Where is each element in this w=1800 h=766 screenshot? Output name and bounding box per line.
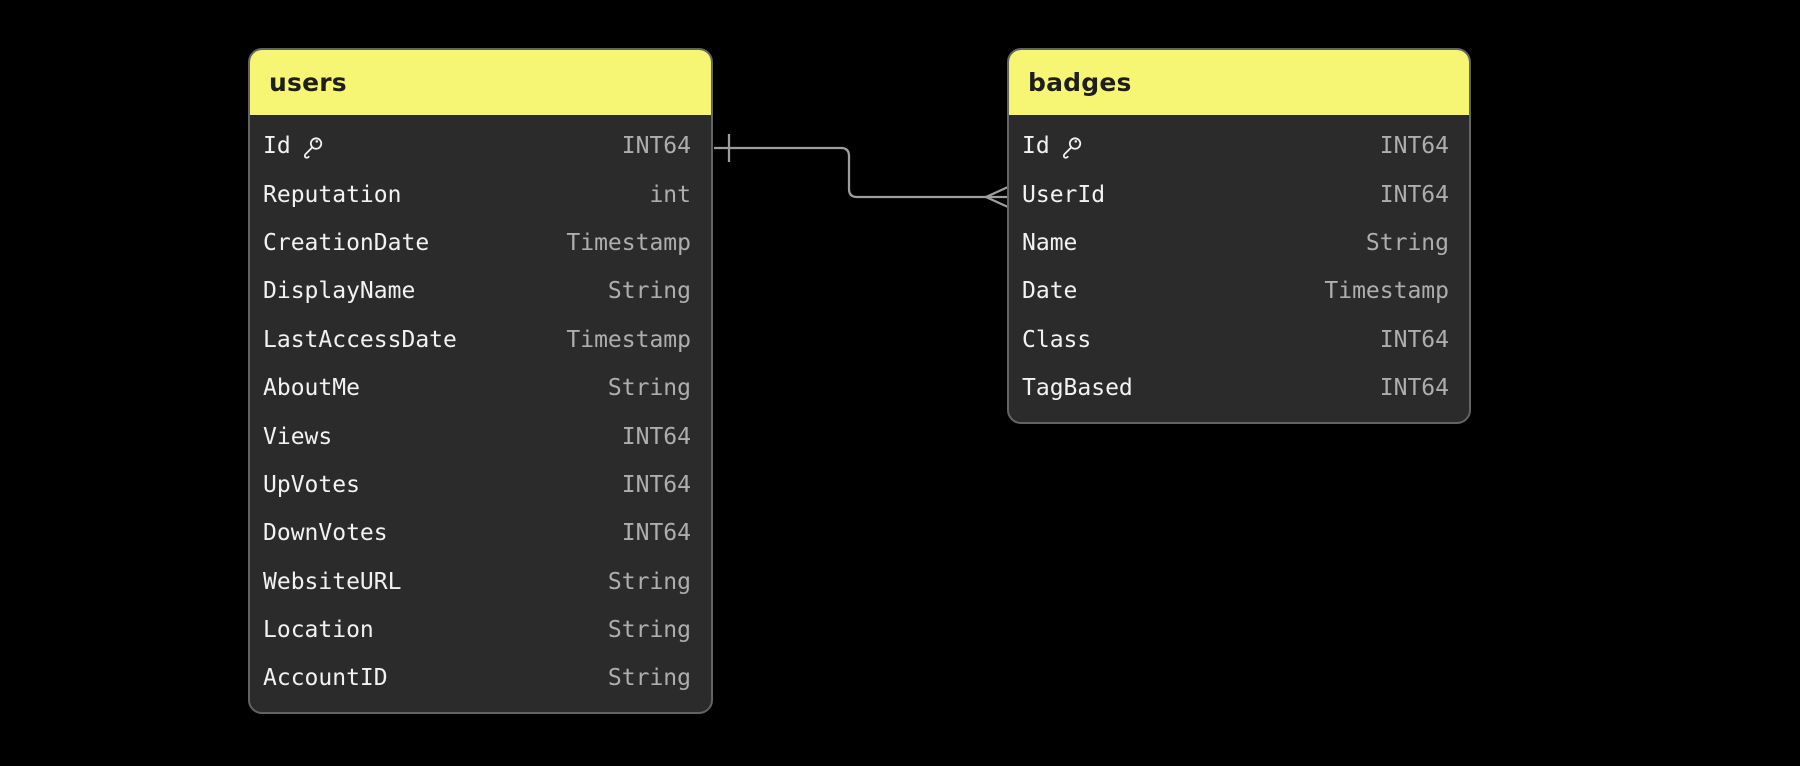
field-name: WebsiteURL	[263, 568, 402, 595]
table-card-users[interactable]: users Id INT64 Reputation int C	[248, 48, 713, 715]
field-type: Timestamp	[566, 326, 691, 353]
table-title: users	[269, 67, 347, 97]
table-title: badges	[1028, 67, 1132, 97]
table-fields-badges: Id INT64 UserId INT64 Name String Dat	[1009, 115, 1469, 422]
field-name: DisplayName	[263, 278, 416, 305]
field-row-users-upvotes[interactable]: UpVotes INT64	[250, 461, 711, 509]
field-type: Timestamp	[1324, 278, 1449, 305]
field-type: int	[649, 181, 691, 208]
field-name: UserId	[1022, 181, 1106, 208]
table-fields-users: Id INT64 Reputation int CreationDate Tim…	[250, 115, 711, 713]
field-row-users-displayname[interactable]: DisplayName String	[250, 268, 711, 316]
field-name-text: Id	[1022, 133, 1050, 160]
field-name: CreationDate	[263, 229, 430, 256]
field-row-badges-id[interactable]: Id INT64	[1009, 123, 1469, 171]
many-cardinality-marker	[983, 185, 1009, 209]
field-name: UpVotes	[263, 471, 360, 498]
field-row-badges-date[interactable]: Date Timestamp	[1009, 268, 1469, 316]
field-name: Views	[263, 423, 333, 450]
field-name: Reputation	[263, 181, 402, 208]
field-type: INT64	[621, 133, 691, 160]
field-name: TagBased	[1022, 375, 1133, 402]
field-row-users-websiteurl[interactable]: WebsiteURL String	[250, 558, 711, 606]
field-name: Location	[263, 617, 374, 644]
relationship-line[interactable]	[714, 146, 986, 199]
field-row-badges-tagbased[interactable]: TagBased INT64	[1009, 364, 1469, 412]
field-row-users-downvotes[interactable]: DownVotes INT64	[250, 510, 711, 558]
field-type: INT64	[1379, 326, 1449, 353]
field-type: String	[607, 375, 691, 402]
table-card-badges[interactable]: badges Id INT64 UserId INT64 Na	[1007, 48, 1471, 424]
field-type: String	[607, 617, 691, 644]
field-type: Timestamp	[566, 229, 691, 256]
field-type: String	[607, 665, 691, 692]
field-row-users-reputation[interactable]: Reputation int	[250, 171, 711, 219]
field-name: DownVotes	[263, 520, 388, 547]
field-row-badges-name[interactable]: Name String	[1009, 219, 1469, 267]
field-name: Class	[1022, 326, 1092, 353]
field-row-users-accountid[interactable]: AccountID String	[250, 655, 711, 703]
primary-key-icon	[1062, 137, 1081, 159]
field-row-users-location[interactable]: Location String	[250, 606, 711, 654]
field-row-badges-userid[interactable]: UserId INT64	[1009, 171, 1469, 219]
table-header-users[interactable]: users	[250, 50, 711, 115]
field-type: INT64	[1379, 133, 1449, 160]
field-type: INT64	[621, 520, 691, 547]
field-type: String	[607, 568, 691, 595]
relationship-users-badges[interactable]	[714, 134, 1009, 209]
field-name: AccountID	[263, 665, 388, 692]
field-name: Id	[263, 134, 324, 159]
field-row-users-views[interactable]: Views INT64	[250, 413, 711, 461]
field-name: AboutMe	[263, 375, 360, 402]
field-type: String	[607, 278, 691, 305]
field-row-users-lastaccessdate[interactable]: LastAccessDate Timestamp	[250, 316, 711, 364]
field-name: Date	[1022, 278, 1078, 305]
table-header-badges[interactable]: badges	[1009, 50, 1469, 115]
field-type: INT64	[1379, 375, 1449, 402]
field-row-users-aboutme[interactable]: AboutMe String	[250, 364, 711, 412]
field-type: INT64	[1379, 181, 1449, 208]
field-row-badges-class[interactable]: Class INT64	[1009, 316, 1469, 364]
field-name: LastAccessDate	[263, 326, 457, 353]
field-type: INT64	[621, 471, 691, 498]
field-type: INT64	[621, 423, 691, 450]
field-name: Id	[1022, 134, 1083, 159]
primary-key-icon	[303, 137, 322, 159]
field-row-users-id[interactable]: Id INT64	[250, 123, 711, 171]
field-name-text: Id	[263, 133, 291, 160]
field-row-users-creationdate[interactable]: CreationDate Timestamp	[250, 219, 711, 267]
field-name: Name	[1022, 229, 1078, 256]
field-type: String	[1365, 229, 1449, 256]
